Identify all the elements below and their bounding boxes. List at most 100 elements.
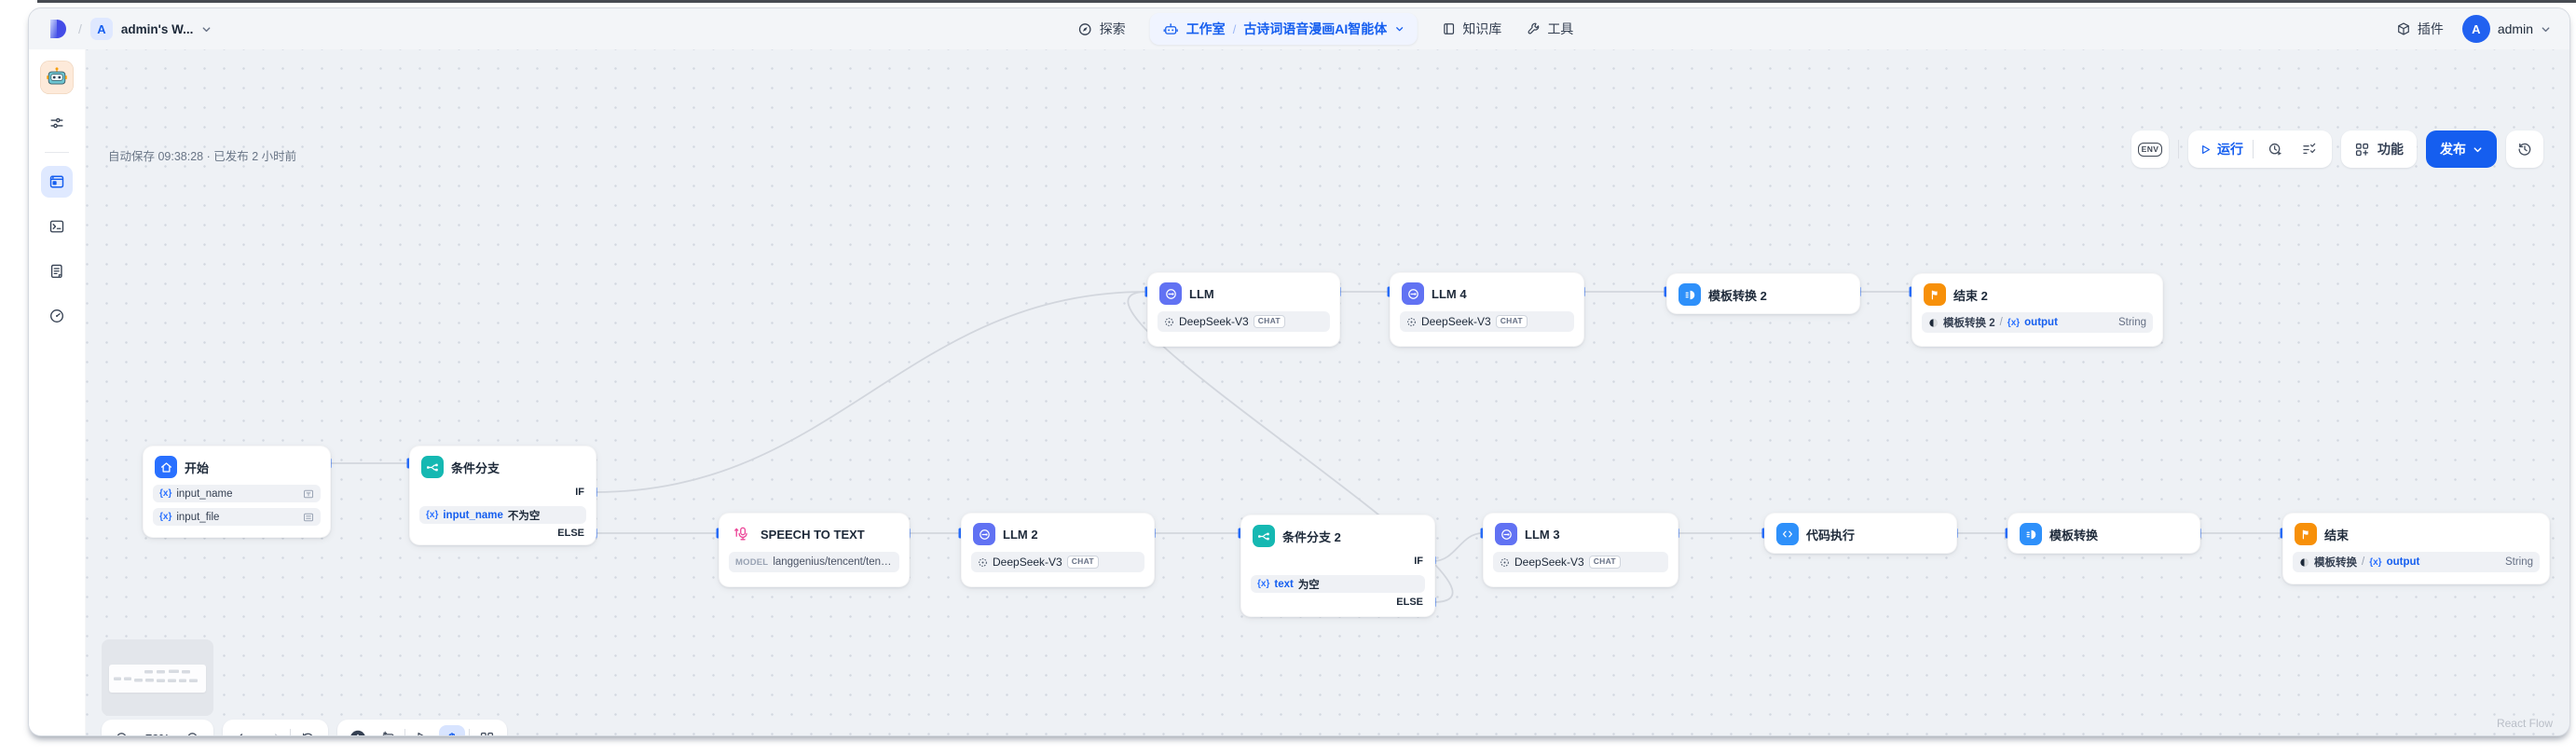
model-label: MODEL [735, 556, 769, 568]
workspace-name[interactable]: admin's W... [120, 21, 194, 36]
model-mode-badge: CHAT [1253, 315, 1285, 328]
dify-logo[interactable] [48, 17, 70, 41]
node-title: LLM 4 [1432, 286, 1467, 301]
play-icon [2202, 144, 2211, 154]
zoom-level[interactable]: 79% [139, 732, 176, 736]
minimap-viewport [109, 665, 206, 693]
sidebar-item-window[interactable] [41, 166, 73, 198]
zoom-in-button[interactable] [180, 725, 206, 735]
node-llm[interactable]: LLM DeepSeek-V3 CHAT [1147, 272, 1340, 347]
variable-token: {x} [159, 488, 172, 499]
env-variables-button[interactable]: ENV [2131, 130, 2169, 168]
node-title: 模板转换 2 [1708, 288, 1767, 303]
nav-knowledge[interactable]: 知识库 [1441, 20, 1501, 38]
output-type: String [2117, 317, 2146, 328]
version-history-button[interactable] [2506, 130, 2543, 168]
node-template-2[interactable]: 模板转换 2 [1666, 273, 1860, 314]
node-speech-to-text[interactable]: SPEECH TO TEXT MODEL langgenius/tencent/… [719, 513, 910, 587]
node-header: 条件分支 2 [1241, 515, 1434, 554]
sidebar-item-sliders[interactable] [41, 107, 73, 139]
node-end[interactable]: 结束 模板转换 / {x} output String [2282, 513, 2550, 584]
wrench-icon [1528, 22, 1539, 34]
publish-button[interactable]: 发布 [2426, 130, 2497, 168]
node-template[interactable]: 模板转换 [2007, 513, 2200, 554]
model-name: DeepSeek-V3 [993, 556, 1062, 569]
model-row[interactable]: DeepSeek-V3 CHAT [1400, 311, 1574, 332]
redo-button[interactable] [260, 725, 286, 735]
model-mode-badge: CHAT [1588, 556, 1621, 569]
add-note-button[interactable] [375, 725, 401, 735]
chevron-down-icon[interactable] [1394, 24, 1404, 34]
model-name: DeepSeek-V3 [1421, 315, 1491, 328]
text-field-icon [303, 488, 314, 500]
output-row[interactable]: 模板转换 2 / {x} output String [1922, 312, 2153, 333]
canvas-controls: ENV 运行 功能 发布 [2131, 130, 2543, 168]
pointer-mode-button[interactable] [409, 725, 435, 735]
breadcrumb-slash: / [1232, 21, 1237, 36]
top-header: / A admin's W... 探索 工作室 / 古诗词语音漫画AI智能体 [29, 8, 2569, 49]
window-top-edge [37, 0, 2576, 3]
template-icon [2020, 523, 2042, 545]
model-row[interactable]: DeepSeek-V3 CHAT [1158, 311, 1330, 332]
node-code[interactable]: 代码执行 [1764, 513, 1957, 554]
condition-row[interactable]: {x} input_name 不为空 [419, 506, 586, 524]
hand-mode-button[interactable] [439, 725, 465, 735]
model-row[interactable]: MODEL langgenius/tencent/tence... [729, 552, 899, 572]
checklist-icon[interactable] [2296, 137, 2321, 161]
branch-label-if: IF [1414, 556, 1423, 567]
node-title: 结束 2 [1953, 288, 1988, 303]
variable-row[interactable]: {x} input_name [153, 485, 321, 502]
zoom-out-button[interactable] [109, 725, 135, 735]
chevron-down-icon[interactable] [201, 24, 212, 34]
end-icon [2295, 523, 2317, 545]
variable-token: {x} [426, 510, 439, 520]
node-start[interactable]: 开始 {x} input_name {x} input_file [143, 446, 331, 538]
variable-token: {x} [2007, 317, 2021, 328]
run-button[interactable]: 运行 [2199, 140, 2243, 158]
node-if-else-2[interactable]: 条件分支 2 IF ELSE {x} text 为空 [1240, 515, 1435, 617]
app-avatar[interactable] [40, 61, 74, 94]
features-button[interactable]: 功能 [2341, 130, 2417, 168]
book-icon [1443, 23, 1454, 34]
node-title: LLM [1189, 286, 1214, 301]
run-history-icon[interactable] [2263, 137, 2287, 161]
nav-explore[interactable]: 探索 [1077, 20, 1126, 38]
studio-label: 工作室 [1185, 21, 1226, 36]
user-menu[interactable]: A admin [2461, 15, 2551, 43]
add-node-button[interactable] [345, 725, 371, 735]
output-separator: / [2362, 556, 2365, 568]
change-history-button[interactable] [295, 725, 321, 735]
left-sidebar [29, 49, 86, 735]
nav-plugins[interactable]: 插件 [2396, 20, 2444, 38]
organize-nodes-button[interactable] [473, 725, 500, 735]
node-llm-4[interactable]: LLM 4 DeepSeek-V3 CHAT [1390, 272, 1584, 347]
nav-studio[interactable]: 工作室 / 古诗词语音漫画AI智能体 [1149, 13, 1418, 45]
node-title: 开始 [185, 460, 210, 475]
undo-button[interactable] [230, 725, 256, 735]
condition-row[interactable]: {x} text 为空 [1251, 575, 1425, 593]
variable-row[interactable]: {x} input_file [153, 508, 321, 526]
branch-label-else: ELSE [1396, 597, 1423, 608]
react-flow-watermark: React Flow [2496, 717, 2553, 730]
sidebar-item-gauge[interactable] [41, 300, 73, 332]
node-llm-3[interactable]: LLM 3 DeepSeek-V3 CHAT [1483, 513, 1679, 587]
model-row[interactable]: DeepSeek-V3 CHAT [1493, 552, 1668, 572]
run-group: 运行 [2188, 130, 2332, 168]
node-title: 条件分支 [451, 460, 500, 475]
sidebar-item-terminal[interactable] [41, 211, 73, 242]
undo-redo-pill [223, 720, 328, 735]
mini-template-icon [2299, 557, 2309, 568]
output-row[interactable]: 模板转换 / {x} output String [2293, 552, 2540, 572]
model-row[interactable]: DeepSeek-V3 CHAT [971, 552, 1144, 572]
deepseek-icon [1164, 317, 1174, 327]
minimap[interactable] [102, 639, 213, 716]
zoom-pill: 79% [102, 720, 213, 736]
nav-tools[interactable]: 工具 [1526, 20, 1573, 38]
llm-icon [1495, 523, 1517, 545]
autosave-status: 自动保存 09:38:28 · 已发布 2 小时前 [108, 150, 297, 163]
node-end-2[interactable]: 结束 2 模板转换 2 / {x} output String [1911, 273, 2163, 347]
node-llm-2[interactable]: LLM 2 DeepSeek-V3 CHAT [961, 513, 1155, 587]
sidebar-item-logs[interactable] [41, 255, 73, 287]
